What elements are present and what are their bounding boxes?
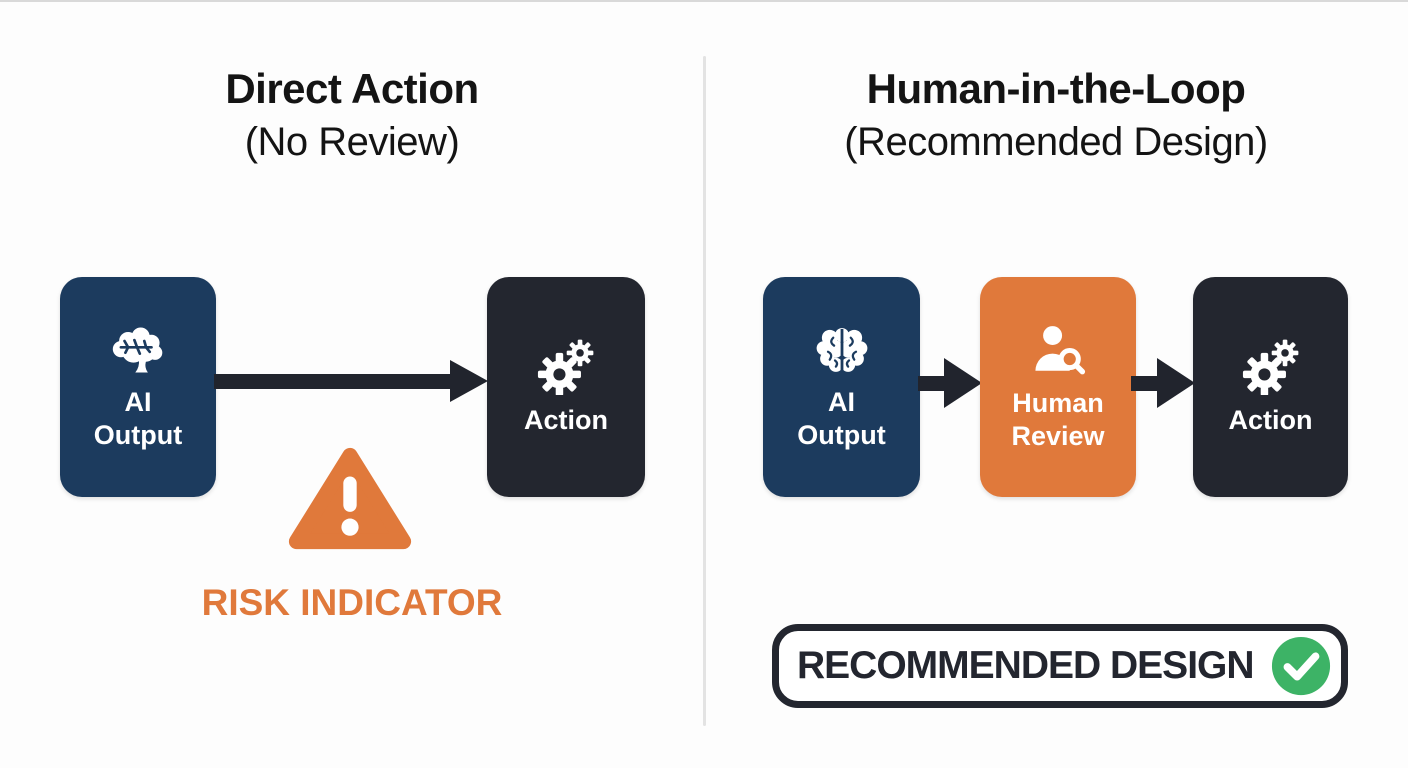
warning-triangle-icon: [287, 440, 413, 557]
node-label: AI Output: [93, 386, 183, 450]
arrow-right-1: [918, 376, 946, 391]
arrow-left: [214, 374, 452, 389]
check-circle-icon: [1270, 635, 1332, 697]
node-label: Human Review: [1011, 387, 1105, 451]
gears-icon: [536, 337, 596, 396]
right-title-text: Human-in-the-Loop: [866, 65, 1246, 112]
node-action-left: Action: [487, 277, 645, 497]
brain-icon: [109, 323, 167, 377]
right-panel-title: Human-in-the-Loop (Recommended Design): [756, 65, 1356, 165]
person-search-icon: [1029, 322, 1087, 378]
arrow-right-1-head-icon: [944, 358, 982, 408]
panel-divider: [703, 56, 706, 726]
arrow-right-2: [1131, 376, 1159, 391]
node-label: AI Output: [797, 386, 886, 450]
left-panel-title: Direct Action (No Review): [52, 65, 652, 165]
node-label: Action: [524, 405, 608, 436]
brain-icon: [814, 323, 870, 377]
right-subtitle-text: (Recommended Design): [844, 120, 1268, 165]
node-action-right: Action: [1193, 277, 1348, 497]
node-ai-output-right: AI Output: [763, 277, 920, 497]
gears-icon: [1241, 337, 1301, 396]
risk-indicator-label: RISK INDICATOR: [201, 582, 503, 623]
left-subtitle-text: (No Review): [244, 120, 460, 165]
node-human-review: Human Review: [980, 277, 1136, 497]
node-label: Action: [1228, 405, 1313, 436]
arrow-right-2-head-icon: [1157, 358, 1195, 408]
node-ai-output-left: AI Output: [60, 277, 216, 497]
arrow-left-head-icon: [450, 360, 488, 402]
badge-label: RECOMMENDED DESIGN: [797, 644, 1255, 687]
recommended-design-badge: RECOMMENDED DESIGN: [772, 624, 1348, 708]
left-title-text: Direct Action: [225, 65, 479, 112]
top-rule: [0, 0, 1408, 2]
